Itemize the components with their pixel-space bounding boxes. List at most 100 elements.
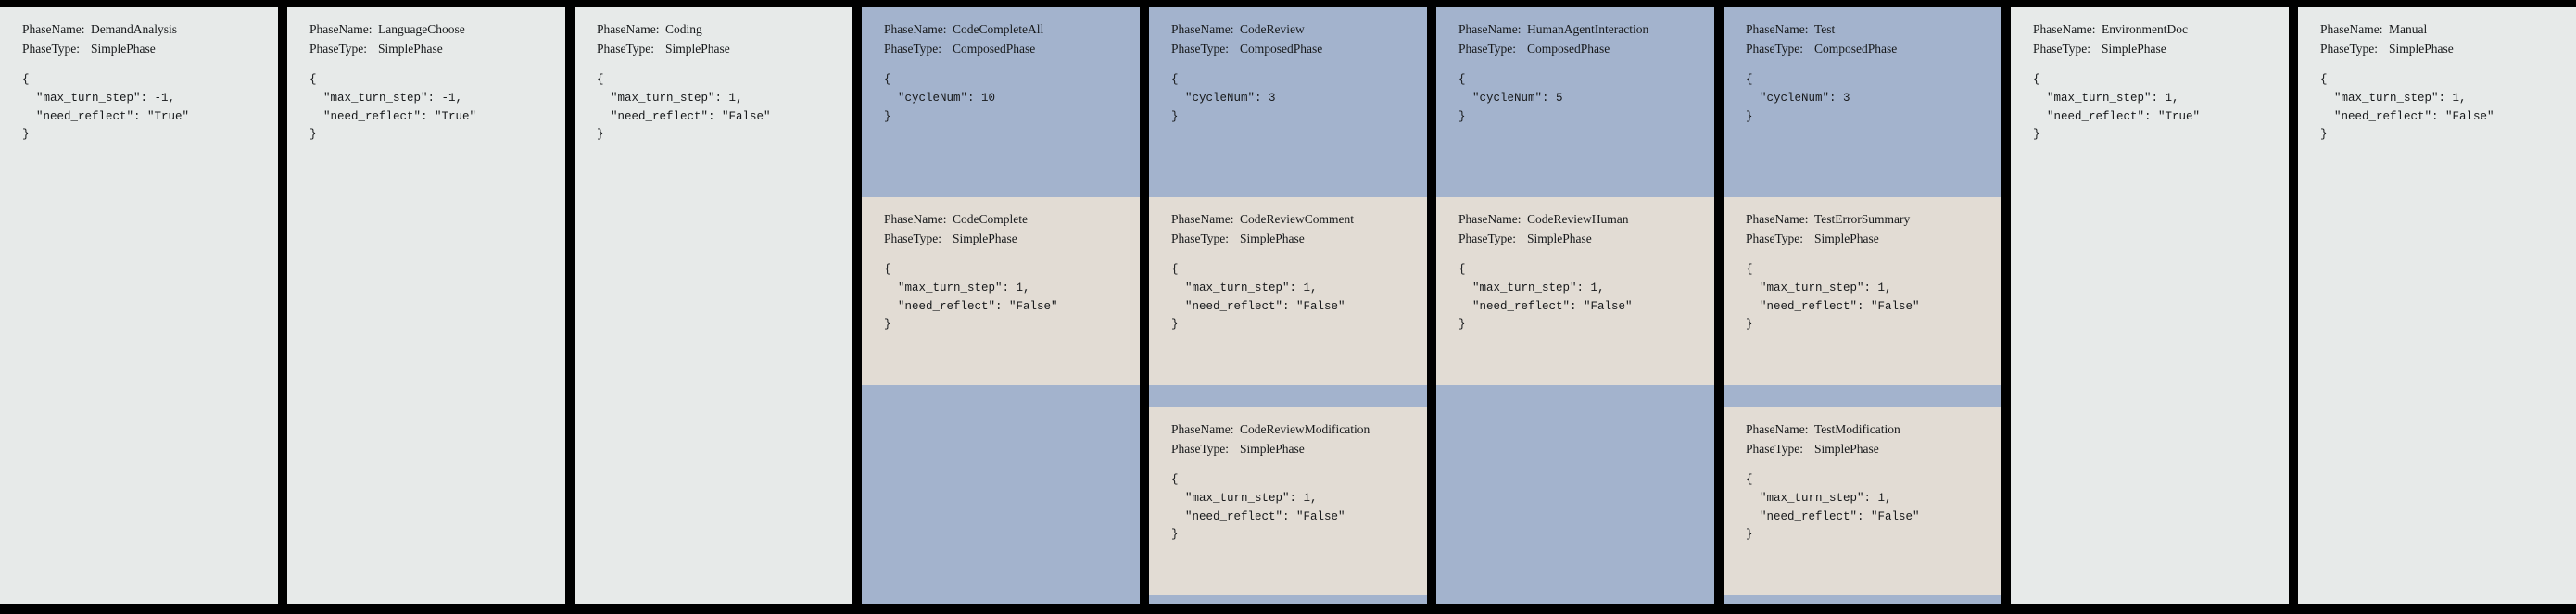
phase-name-label: PhaseName: xyxy=(1746,22,1809,36)
phase-name-value: EnvironmentDoc xyxy=(2102,22,2188,36)
phase-config-json: { "max_turn_step": 1, "need_reflect": "F… xyxy=(1171,473,1345,542)
phase-type-value: SimplePhase xyxy=(953,231,1017,245)
phase-name-label: PhaseName: xyxy=(309,22,373,36)
phase-config-json: { "max_turn_step": -1, "need_reflect": "… xyxy=(309,73,477,142)
phase-type-label: PhaseType: xyxy=(309,41,368,56)
phase-type-row: PhaseType: SimplePhase xyxy=(2320,40,2559,59)
phase-type-value: SimplePhase xyxy=(665,41,730,56)
phase-type-row: PhaseType: SimplePhase xyxy=(597,40,836,59)
phase-type-row: PhaseType:SimplePhase xyxy=(1171,440,1410,459)
phase-type-row: PhaseType:SimplePhase xyxy=(2033,40,2272,59)
phase-config-json: { "cycleNum": 5 } xyxy=(1458,73,1563,123)
phase-name-row: PhaseName:CodeReviewHuman xyxy=(1458,210,1698,230)
phase-name-row: PhaseName:CodeReview xyxy=(1171,20,1410,40)
phase-name-row: PhaseName:CodeComplete xyxy=(884,210,1123,230)
phase-name-value: CodeReview xyxy=(1240,22,1305,36)
phase-config-json: { "cycleNum": 3 } xyxy=(1746,73,1850,123)
phase-type-label: PhaseType: xyxy=(2033,41,2091,56)
phase-name-row: PhaseName:CodeCompleteAll xyxy=(884,20,1123,40)
phase-name-label: PhaseName: xyxy=(884,22,947,36)
phase-name-row: PhaseName: LanguageChoose xyxy=(309,20,549,40)
phase-name-value: CodeReviewModification xyxy=(1240,422,1370,436)
phase-name-row: PhaseName: CodeReviewComment xyxy=(1171,210,1410,230)
phase-type-row: PhaseType:ComposedPhase xyxy=(1171,40,1410,59)
phase-type-value: SimplePhase xyxy=(2389,41,2454,56)
phase-name-row: PhaseName: Test xyxy=(1746,20,1985,40)
phase-name-row: PhaseName:TestModification xyxy=(1746,420,1985,440)
phase-type-row: PhaseType:ComposedPhase xyxy=(884,40,1123,59)
phase-type-row: PhaseType:SimplePhase xyxy=(1458,230,1698,249)
phase-name-value: CodeComplete xyxy=(953,212,1028,226)
phase-type-value: ComposedPhase xyxy=(1240,41,1323,56)
phase-name-label: PhaseName: xyxy=(2033,22,2096,36)
composed-phase-divider xyxy=(1724,595,2001,604)
phase-config-json: { "max_turn_step": 1, "need_reflect": "F… xyxy=(597,73,771,142)
phase-name-value: Test xyxy=(1814,22,1836,36)
phase-name-row: PhaseName:Coding xyxy=(597,20,836,40)
phase-name-label: PhaseName: xyxy=(2320,22,2383,36)
phase-type-row: PhaseType: SimplePhase xyxy=(309,40,549,59)
phase-config-json: { "max_turn_step": -1, "need_reflect": "… xyxy=(22,73,190,142)
phase-name-label: PhaseName: xyxy=(1458,212,1522,226)
phase-config-json: { "cycleNum": 10 } xyxy=(884,73,996,123)
phase-name-value: LanguageChoose xyxy=(378,22,465,36)
phase-name-label: PhaseName: xyxy=(1746,212,1809,226)
phase-config-json: { "max_turn_step": 1, "need_reflect": "T… xyxy=(2033,73,2201,142)
phase-type-value: ComposedPhase xyxy=(953,41,1036,56)
phase-type-value: SimplePhase xyxy=(378,41,443,56)
phase-type-row: PhaseType: SimplePhase xyxy=(1746,230,1985,249)
phase-type-row: PhaseType:ComposedPhase xyxy=(1746,40,1985,59)
phase-type-label: PhaseType: xyxy=(2320,41,2379,56)
phase-type-value: ComposedPhase xyxy=(1814,41,1898,56)
phase-config-json: { "cycleNum": 3 } xyxy=(1171,73,1276,123)
phase-type-label: PhaseType: xyxy=(1746,231,1804,245)
phase-type-label: PhaseType: xyxy=(1458,231,1517,245)
phase-name-row: PhaseName:Manual xyxy=(2320,20,2559,40)
phase-name-label: PhaseName: xyxy=(1171,212,1234,226)
phase-config-json: { "max_turn_step": 1, "need_reflect": "F… xyxy=(1171,263,1345,332)
phase-config-json: { "max_turn_step": 1, "need_reflect": "F… xyxy=(1746,473,1920,542)
phase-type-label: PhaseType: xyxy=(597,41,655,56)
phase-name-value: CodeReviewComment xyxy=(1240,212,1354,226)
phase-type-value: SimplePhase xyxy=(1240,441,1305,456)
phase-name-value: TestErrorSummary xyxy=(1814,212,1911,226)
phase-type-label: PhaseType: xyxy=(1746,441,1804,456)
phase-name-label: PhaseName: xyxy=(597,22,660,36)
phase-type-value: SimplePhase xyxy=(1814,231,1879,245)
phase-type-label: PhaseType: xyxy=(22,41,81,56)
